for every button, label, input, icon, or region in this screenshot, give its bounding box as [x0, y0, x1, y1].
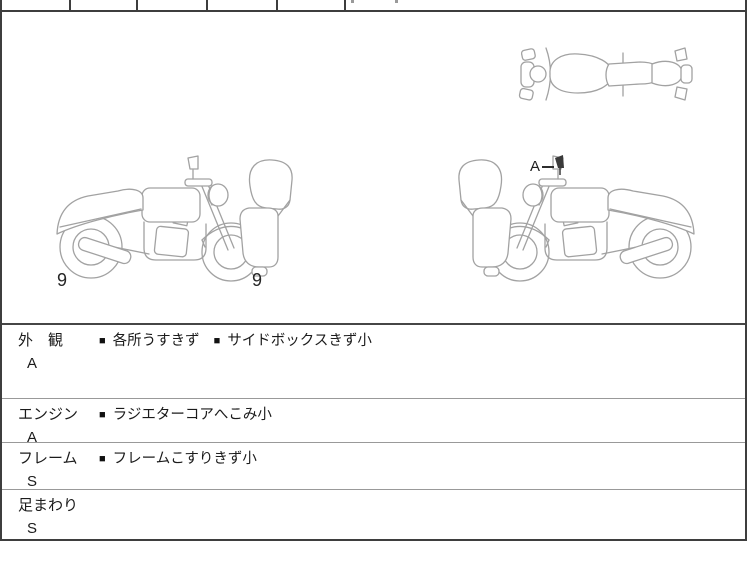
- section-label: 足まわり: [18, 497, 79, 514]
- bullet-square-icon: ■: [213, 334, 221, 347]
- column-divider: [276, 0, 278, 10]
- damage-notes: ■ フレームこすりきず小: [99, 449, 257, 468]
- damage-note: ■ ラジエターコアへこみ小: [99, 406, 272, 424]
- section-label: エンジン: [18, 406, 79, 423]
- damage-mark-right: 9: [252, 270, 263, 290]
- pointer-line: [542, 165, 555, 168]
- table-row: 外 観 A ■ 各所うすきず ■ サイドボックスきず小: [2, 325, 745, 398]
- table-row: 足まわり S: [2, 489, 745, 537]
- table-row: フレーム S ■ フレームこすりきず小: [2, 442, 745, 491]
- clipped-header-row: [2, 0, 745, 12]
- grade-value: A: [26, 429, 37, 446]
- damage-notes: ■ ラジエターコアへこみ小: [99, 405, 272, 424]
- bullet-square-icon: ■: [99, 408, 106, 421]
- row-label-block: エンジン A: [2, 405, 99, 447]
- column-divider: [344, 0, 346, 10]
- damage-notes: ■ 各所うすきず ■ サイドボックスきず小: [99, 331, 372, 350]
- clipped-text-remnant: [351, 0, 354, 3]
- note-text: ラジエターコアへこみ小: [112, 407, 272, 423]
- side-view-left-drawing: [56, 155, 293, 282]
- grade-value: S: [26, 473, 37, 490]
- grade-value: A: [26, 355, 37, 372]
- row-label-block: 外 観 A: [2, 331, 99, 373]
- note-text: サイドボックスきず小: [227, 333, 372, 349]
- vehicle-diagram-area: 9 9 A: [2, 12, 745, 325]
- damage-note: ■ 各所うすきず: [99, 332, 200, 350]
- pointer-label: A: [530, 158, 541, 175]
- side-view-right-drawing: [458, 155, 695, 282]
- bullet-square-icon: ■: [99, 452, 106, 465]
- column-divider: [69, 0, 71, 10]
- bullet-square-icon: ■: [99, 334, 106, 347]
- grade-value: S: [26, 520, 37, 537]
- column-divider: [206, 0, 208, 10]
- damage-note: ■ フレームこすりきず小: [99, 450, 257, 468]
- table-row: エンジン A ■ ラジエターコアへこみ小: [2, 398, 745, 446]
- inspection-sheet: 9 9 A 外 観 A ■ 各所うすきず ■ サイドボックスきず小: [0, 0, 747, 541]
- condition-table: 外 観 A ■ 各所うすきず ■ サイドボックスきず小 エンジン A: [2, 325, 745, 537]
- row-label-block: 足まわり S: [2, 496, 99, 538]
- row-label-block: フレーム S: [2, 449, 99, 491]
- clipped-text-remnant: [395, 0, 398, 3]
- motorcycle-diagram-svg: [56, 47, 695, 282]
- column-divider: [136, 0, 138, 10]
- section-label: 外 観: [18, 332, 64, 349]
- damage-mark-left: 9: [57, 270, 68, 290]
- marked-mirror-glyph: [555, 155, 564, 168]
- top-view-drawing: [518, 47, 693, 101]
- damage-note: ■ サイドボックスきず小: [214, 332, 372, 350]
- note-text: フレームこすりきず小: [112, 451, 257, 467]
- note-text: 各所うすきず: [112, 333, 200, 349]
- pointer-annotation: A: [530, 158, 555, 175]
- section-label: フレーム: [18, 450, 78, 467]
